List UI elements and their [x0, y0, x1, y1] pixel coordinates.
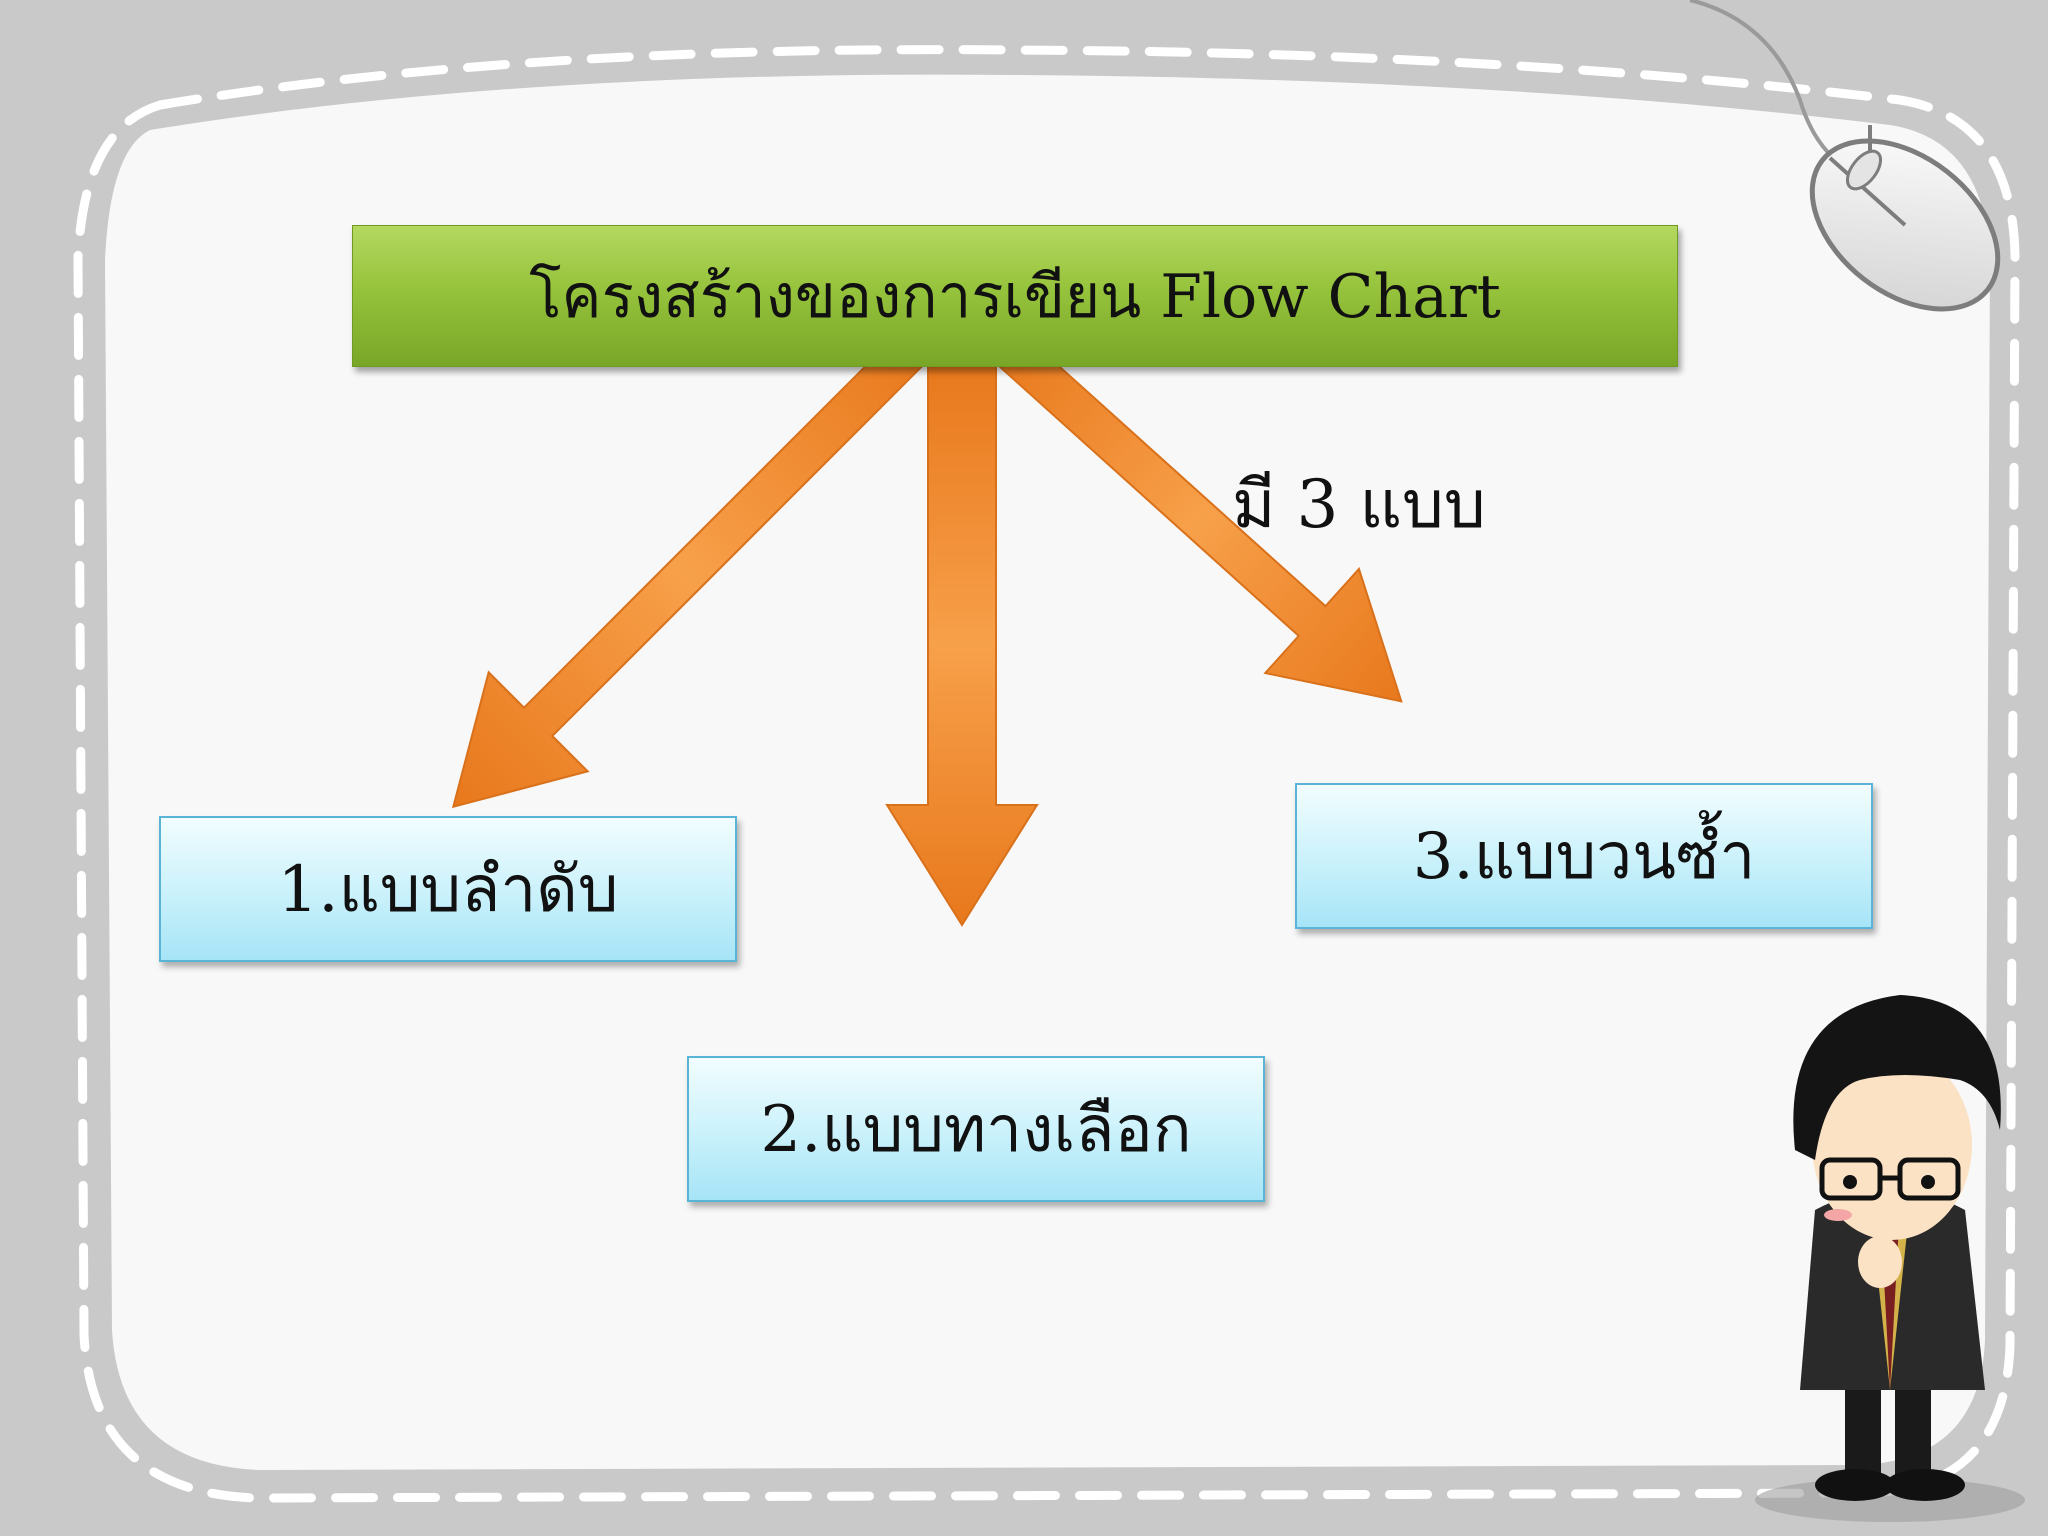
- arrow-center: [885, 364, 1039, 927]
- flowchart-title: โครงสร้างของการเขียน Flow Chart: [529, 261, 1501, 332]
- arrow-left: [451, 324, 936, 809]
- content-panel: [105, 74, 1990, 1471]
- computer-mouse-icon: [1809, 125, 2001, 312]
- type-box-selection: 2.แบบทางเลือก: [687, 1056, 1265, 1202]
- type-box-loop: 3.แบบวนซ้ำ: [1295, 783, 1873, 929]
- dashed-border: [73, 45, 2020, 1503]
- thinking-cartoon-person: [1755, 995, 2025, 1522]
- type-label: 3.แบบวนซ้ำ: [1412, 820, 1756, 894]
- type-label: 1.แบบลำดับ: [277, 853, 619, 927]
- type-label: 2.แบบทางเลือก: [760, 1093, 1192, 1167]
- type-box-sequence: 1.แบบลำดับ: [159, 816, 737, 962]
- type-count-label: มี 3 แบบ: [1232, 466, 1486, 543]
- flowchart-title-box: โครงสร้างของการเขียน Flow Chart: [352, 225, 1678, 367]
- arrow-right: [985, 323, 1403, 703]
